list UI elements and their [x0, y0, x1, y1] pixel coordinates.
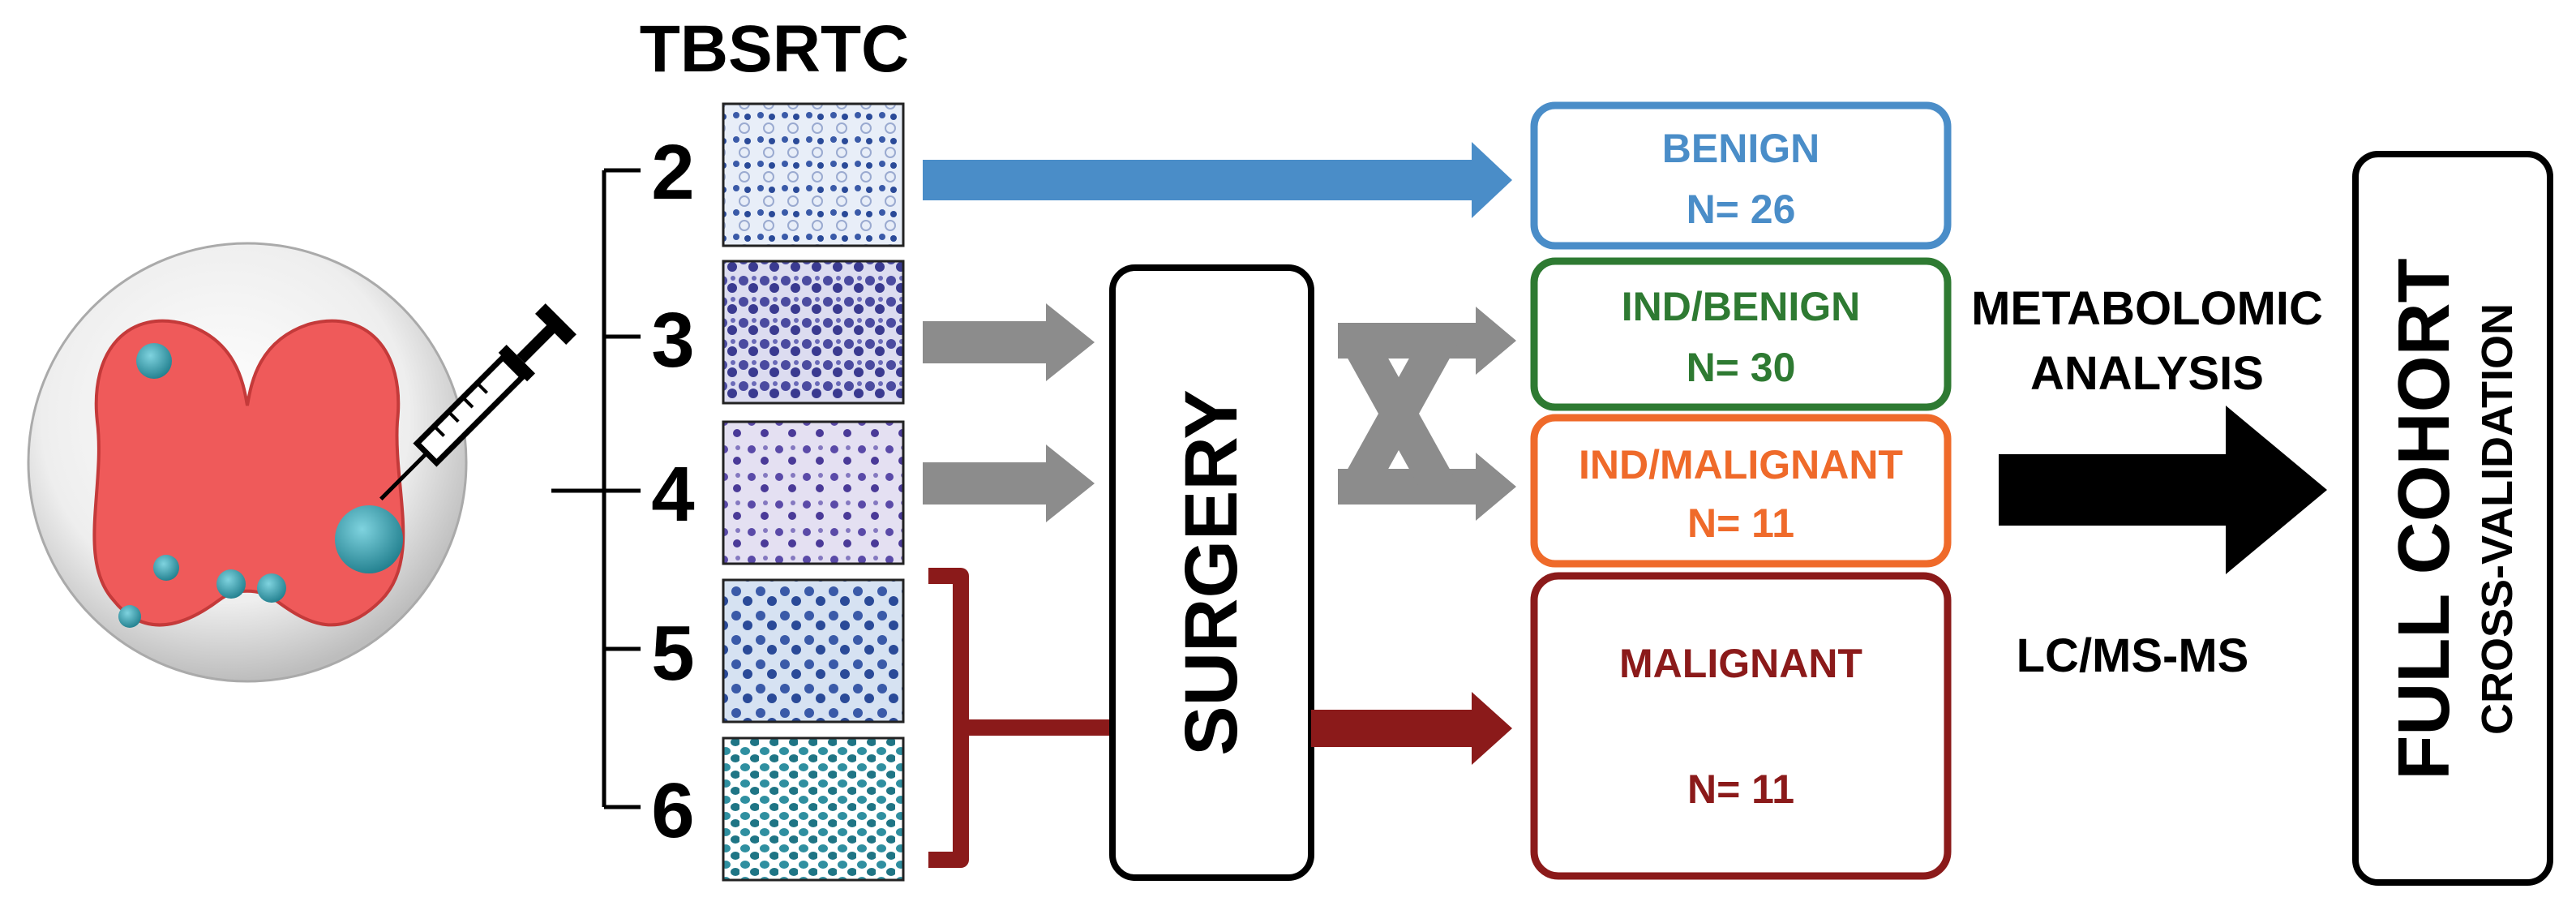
outcome-label-malignant: MALIGNANT	[1619, 641, 1862, 686]
analysis-line-2: ANALYSIS	[2030, 347, 2264, 400]
analysis-arrow	[1999, 406, 2327, 574]
surgery-box	[1109, 264, 1314, 881]
outcome-count-ind-benign: N= 30	[1687, 345, 1796, 390]
outcome-box-ind-malignant	[1530, 414, 1952, 568]
category-number-3: 3	[651, 297, 694, 384]
cytology-image-2	[722, 102, 905, 247]
diagram-title: TBSRTC	[640, 12, 910, 86]
malignant-bracket	[928, 568, 969, 868]
outcome-box-malignant	[1530, 572, 1952, 880]
outcome-count-benign: N= 26	[1687, 187, 1796, 232]
category-bracket	[551, 168, 641, 809]
outcome-label-ind-benign: IND/BENIGN	[1622, 284, 1860, 329]
crossing-arrows	[1338, 307, 1516, 521]
cytology-image-4	[722, 420, 905, 565]
category-number-6: 6	[651, 767, 694, 854]
full-cohort-label: FULL COHORT	[2384, 258, 2465, 779]
outcome-count-ind-malignant: N= 11	[1687, 500, 1794, 546]
syringe-icon	[379, 303, 576, 500]
outcome-count-malignant: N= 11	[1687, 766, 1794, 812]
thyroid-illustration	[27, 242, 468, 683]
analysis-line-1: METABOLOMIC	[1971, 282, 2323, 335]
cytology-image-6	[722, 736, 905, 882]
category-number-5: 5	[651, 610, 694, 697]
outcome-box-benign	[1530, 101, 1952, 250]
cytology-image-3	[722, 260, 905, 405]
gray-arrow-3	[923, 303, 1095, 381]
surgery-label: SURGERY	[1170, 389, 1253, 756]
cytology-image-5	[722, 578, 905, 724]
outcome-label-ind-malignant: IND/MALIGNANT	[1579, 442, 1903, 487]
category-number-4: 4	[651, 451, 694, 538]
outcome-box-ind-benign	[1530, 257, 1952, 411]
malignant-arrow	[1311, 692, 1512, 765]
full-cohort-box	[2352, 151, 2553, 886]
cytology-images	[722, 102, 905, 882]
cross-validation-label: CROSS-VALIDATION	[2473, 303, 2522, 735]
outcome-label-benign: BENIGN	[1662, 126, 1819, 171]
category-number-2: 2	[651, 129, 694, 216]
benign-arrow	[923, 142, 1512, 218]
analysis-method: LC/MS-MS	[2017, 629, 2249, 682]
gray-arrow-4	[923, 444, 1095, 522]
